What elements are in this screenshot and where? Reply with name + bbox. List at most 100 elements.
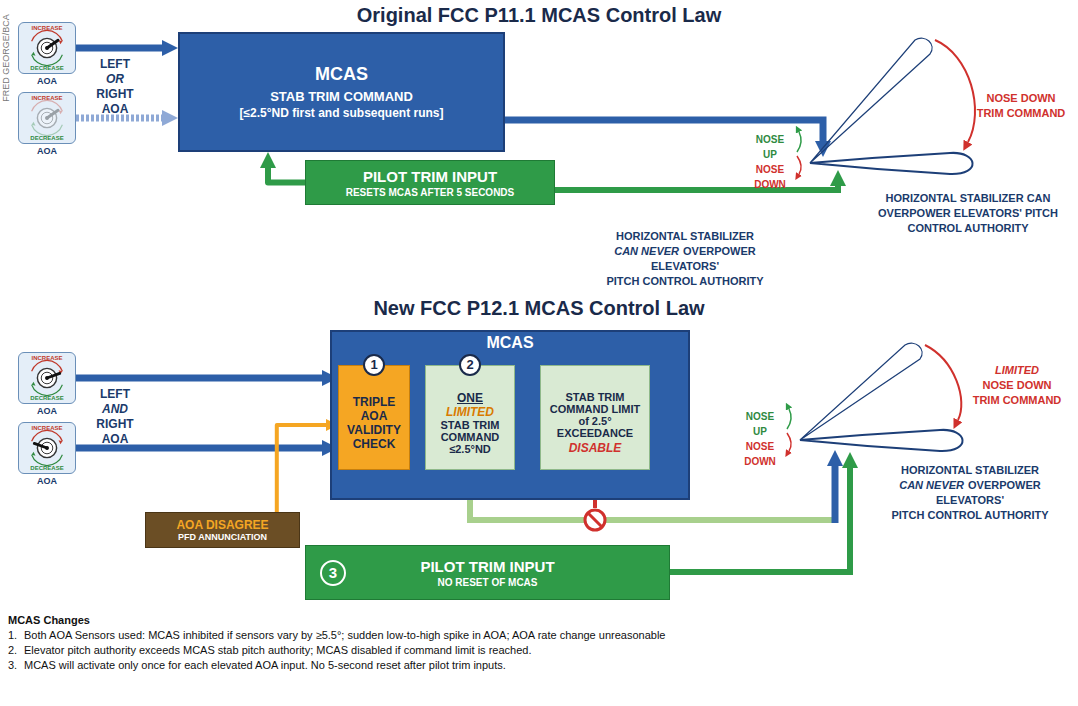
box-heading: MCAS	[315, 64, 368, 85]
decrease-label: DECREASE	[19, 65, 75, 71]
label-line: LIMITED	[970, 362, 1064, 377]
label-group: HORIZONTAL STABILIZER CAN NEVER OVERPOWER E…	[585, 228, 785, 288]
callout-number: 3	[320, 560, 346, 586]
label-text: RIGHT AOA	[96, 87, 133, 116]
label-group: NOSE UPNOSE DOWN	[738, 408, 782, 468]
limited-command-box: 2ONELIMITEDSTAB TRIM COMMAND ≤2.5°ND	[425, 365, 515, 470]
command-arrow	[832, 466, 839, 523]
nose-up-arc	[787, 409, 791, 429]
label-line: 2.Elevator pitch authority exceeds MCAS …	[8, 642, 1068, 657]
stabilizer-airfoil	[810, 153, 973, 174]
diagram-title: Original FCC P11.1 MCAS Control Law	[0, 4, 1078, 27]
box-text: STAB TRIM COMMAND LIMIT of 2.5° EXCEEDAN…	[545, 391, 645, 439]
label-text: OVERPOWER	[968, 479, 1041, 491]
label-group: HORIZONTAL STABILIZER CAN NEVER OVERPOWER E…	[872, 462, 1068, 522]
sensor-label: AOA	[19, 406, 75, 416]
label-line: NOSE DOWN TRIM COMMAND	[970, 377, 1064, 407]
increase-label: INCREASE	[19, 95, 75, 101]
box-text: STAB TRIM COMMAND	[270, 89, 413, 104]
label-text: NOSE UP	[756, 134, 784, 160]
label-text: NOSE DOWN	[754, 164, 786, 190]
disable-box: STAB TRIM COMMAND LIMIT of 2.5° EXCEEDAN…	[540, 365, 650, 470]
label-text: NOSE UP	[746, 411, 774, 437]
aoa-sensor-box: INCREASEDECREASEAOA	[18, 22, 76, 74]
decrease-label: DECREASE	[19, 135, 75, 141]
label-line: RIGHT AOA	[84, 416, 146, 446]
nose-down-arc	[797, 156, 801, 174]
box-text: LIMITED	[446, 405, 494, 419]
label-line: 1.Both AOA Sensors used: MCAS inhibited …	[8, 627, 1068, 642]
note-text: MCAS will activate only once for each el…	[24, 659, 506, 671]
label-text: CAN NEVER	[899, 479, 964, 491]
pilot-trim-box: PILOT TRIM INPUTRESETS MCAS AFTER 5 SECO…	[305, 160, 555, 205]
label-group: MCAS Changes1.Both AOA Sensors used: MCA…	[8, 612, 1068, 672]
box-note: [≤2.5°ND first and subsequent runs]	[239, 106, 443, 120]
label-line: NOSE DOWN	[748, 161, 792, 191]
label-group: New FCC P12.1 MCAS Control Law	[0, 302, 1078, 316]
label-line: RIGHT AOA	[84, 86, 146, 116]
label-group: LEFTORRIGHT AOA	[84, 56, 146, 116]
label-text: OVERPOWER	[683, 245, 756, 257]
box-text: RESETS MCAS AFTER 5 SECONDS	[346, 187, 515, 198]
label-text: HORIZONTAL STABILIZER	[901, 464, 1039, 476]
top-stabilizer	[505, 38, 975, 190]
annunciation-box: AOA DISAGREEPFD ANNUNCIATION	[145, 512, 300, 548]
label-group: LEFTANDRIGHT AOA	[84, 386, 146, 446]
note-text: 2.	[8, 644, 24, 657]
label-text: HORIZONTAL STABILIZER CAN OVERPOWER ELEV…	[878, 192, 1058, 234]
increase-label: INCREASE	[19, 425, 75, 431]
label-text: PITCH CONTROL AUTHORITY	[891, 509, 1048, 521]
connector-arrow	[277, 425, 326, 512]
sensor-label: AOA	[19, 146, 75, 156]
label-line: 3.MCAS will activate only once for each …	[8, 657, 1068, 672]
label-line: NOSE UP	[748, 131, 792, 161]
pilot-trim-box: 3 PILOT TRIM INPUT NO RESET OF MCAS	[305, 545, 670, 600]
trim-arrow	[555, 186, 838, 190]
trim-arc	[925, 345, 961, 420]
nose-down-arc	[787, 433, 791, 451]
disable-slash	[588, 513, 602, 527]
label-line: PITCH CONTROL AUTHORITY	[585, 273, 785, 288]
box-text: NO RESET OF MCAS	[437, 577, 537, 588]
box-heading: AOA DISAGREE	[176, 518, 268, 532]
label-text: RIGHT AOA	[96, 417, 133, 446]
box-text: DISABLE	[569, 441, 622, 455]
label-text: ELEVATORS'	[651, 260, 719, 272]
label-group: NOSE DOWN TRIM COMMAND	[976, 90, 1066, 120]
label-group: LIMITEDNOSE DOWN TRIM COMMAND	[970, 362, 1064, 407]
mcas-box: MCAS1TRIPLE AOA VALIDITY CHECK2ONELIMITE…	[330, 330, 690, 500]
label-line: ELEVATORS'	[872, 492, 1068, 507]
label-text: LEFT	[100, 57, 130, 71]
connector-arrow	[76, 45, 162, 52]
connector-arrow	[76, 375, 322, 382]
box-heading: PILOT TRIM INPUT	[420, 558, 554, 575]
note-text: Both AOA Sensors used: MCAS inhibited if…	[24, 629, 665, 641]
box-text: TRIPLE AOA VALIDITY CHECK	[343, 395, 405, 451]
trim-arrow	[670, 468, 850, 572]
label-group: HORIZONTAL STABILIZER CAN OVERPOWER ELEV…	[870, 190, 1066, 235]
label-line: OR	[84, 71, 146, 86]
nose-up-arc	[797, 132, 801, 152]
box-text: ONE	[457, 391, 483, 405]
note-text: 3.	[8, 659, 24, 672]
note-text: MCAS Changes	[8, 614, 90, 626]
sensor-label: AOA	[19, 76, 75, 86]
label-line: HORIZONTAL STABILIZER	[585, 228, 785, 243]
label-text: ELEVATORS'	[936, 494, 1004, 506]
label-text: CAN NEVER	[614, 245, 679, 257]
label-line: CAN NEVER OVERPOWER	[872, 477, 1068, 492]
label-text: PITCH CONTROL AUTHORITY	[606, 275, 763, 287]
bottom-stabilizer	[470, 343, 963, 572]
credit-text: FRED GEORGE/BCA	[0, 3, 12, 113]
label-text: AND	[102, 402, 128, 416]
increase-label: INCREASE	[19, 25, 75, 31]
label-line: MCAS Changes	[8, 612, 1068, 627]
label-line: HORIZONTAL STABILIZER	[872, 462, 1068, 477]
connector-arrow	[268, 168, 305, 183]
label-text: OR	[106, 72, 124, 86]
aoa-sensor-box: INCREASEDECREASEAOA	[18, 422, 76, 474]
stabilizer-deflected	[800, 343, 922, 440]
aoa-sensor-box: INCREASEDECREASEAOA	[18, 92, 76, 144]
label-line: NOSE DOWN	[738, 438, 782, 468]
